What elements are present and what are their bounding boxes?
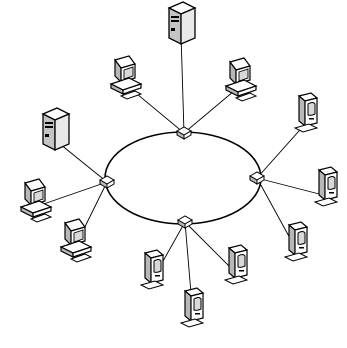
mac-right-2 [315, 167, 337, 206]
link-hub-right-mac-right-2 [257, 178, 327, 196]
server-left [43, 108, 69, 150]
hub-right [250, 172, 264, 184]
devices [21, 2, 337, 327]
mac-bottom-2 [225, 245, 247, 284]
pc-bottom-left-1 [61, 219, 91, 262]
hubs [100, 127, 264, 228]
mac-right-3 [285, 222, 307, 261]
link-hub-top-server-top [181, 34, 184, 133]
mac-bottom-1 [141, 250, 163, 289]
hub-bottom [178, 216, 192, 228]
pc-left [21, 179, 51, 222]
server-top [169, 2, 195, 44]
pc-top-left [111, 56, 141, 99]
network-links [35, 34, 327, 317]
mac-right-1 [295, 93, 317, 132]
ring-backbone [105, 132, 261, 224]
mac-bottom-3 [181, 288, 203, 327]
